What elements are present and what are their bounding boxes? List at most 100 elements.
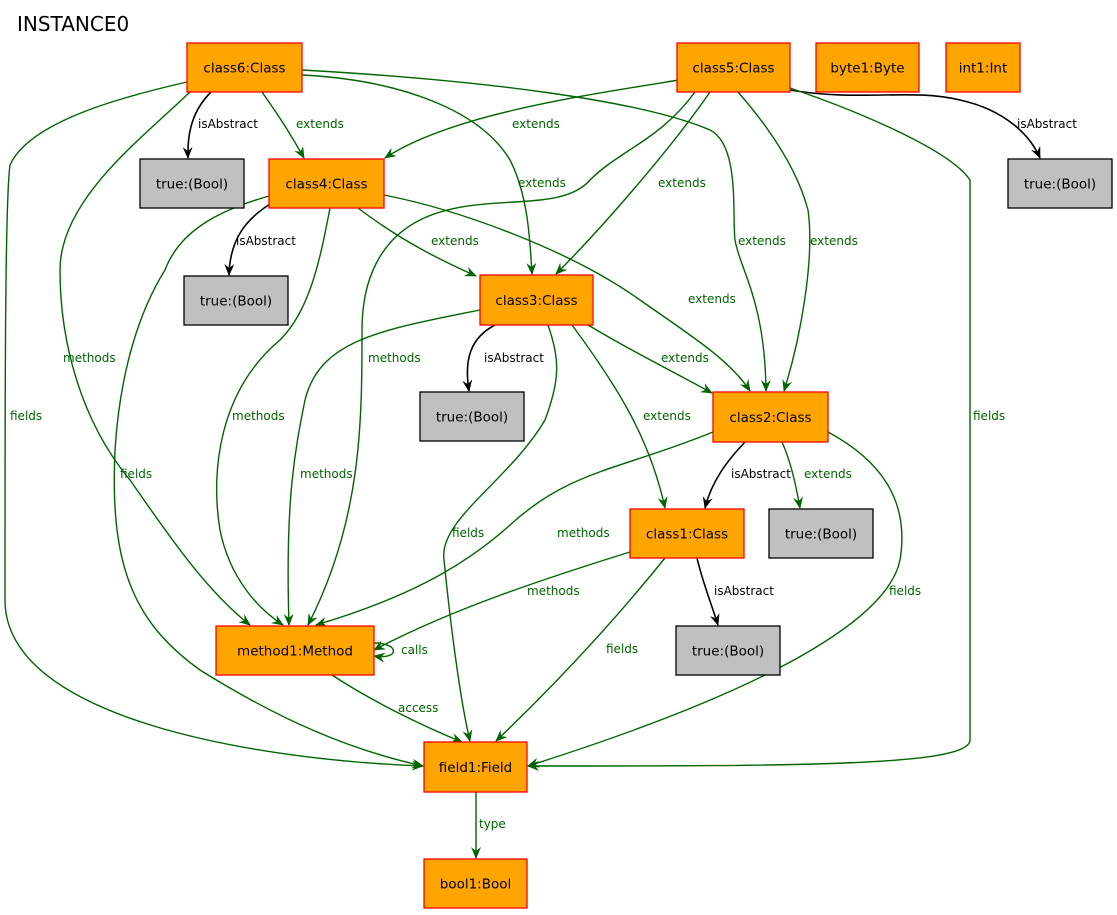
edge-label: isAbstract: [731, 467, 791, 481]
node-label: class2:Class: [729, 410, 811, 426]
edge-class6-extends-class3: extends: [301, 74, 566, 275]
node-label: class1:Class: [646, 527, 728, 543]
node-box: [183, 275, 289, 326]
edge-label: isAbstract: [198, 117, 258, 131]
edge-line: [696, 557, 720, 626]
edge-line: [495, 557, 666, 742]
edge-class3-isAbstract-true3: isAbstract: [462, 324, 544, 392]
node-box: [712, 391, 829, 443]
edge-label: extends: [658, 176, 706, 190]
node-label: true:(Bool): [200, 294, 272, 310]
nodes-layer: class6:Class class5:Class byte1:Byte int1:I…: [139, 42, 1113, 909]
edge-class3-methods-method1: methods: [283, 309, 481, 626]
node-true5[interactable]: true:(Bool): [1007, 158, 1113, 209]
node-label: class5:Class: [692, 61, 774, 77]
edge-line: [182, 91, 212, 159]
edge-label: extends: [518, 176, 566, 190]
edge-label: type: [479, 817, 506, 831]
edge-label: fields: [973, 409, 1005, 423]
edge-class5-methods-method1: methods: [307, 91, 696, 626]
node-true2[interactable]: true:(Bool): [768, 508, 874, 559]
edge-line: [443, 324, 558, 742]
node-box: [945, 42, 1021, 93]
edge-line: [4, 81, 424, 771]
edge-class6-fields-field1: fields: [4, 81, 424, 771]
edge-label: extends: [688, 292, 736, 306]
edge-line: [383, 194, 751, 392]
node-true1[interactable]: true:(Bool): [675, 625, 781, 676]
edge-line: [315, 431, 714, 627]
edge-method1-calls-method1: calls: [373, 642, 428, 663]
node-class1[interactable]: class1:Class: [629, 508, 745, 559]
edge-label: fields: [889, 584, 921, 598]
edge-label: access: [398, 701, 438, 715]
node-box: [479, 274, 594, 326]
node-box: [139, 158, 245, 209]
node-label: true:(Bool): [785, 527, 857, 543]
node-int1[interactable]: int1:Int: [945, 42, 1021, 93]
node-method1[interactable]: method1:Method: [215, 625, 375, 676]
edge-label: methods: [557, 526, 610, 540]
edge-line: [357, 207, 477, 277]
edge-line: [555, 91, 711, 275]
edge-label: extends: [296, 117, 344, 131]
edge-label: calls: [401, 643, 428, 657]
node-box: [423, 741, 528, 793]
node-true4[interactable]: true:(Bool): [183, 275, 289, 326]
node-true6[interactable]: true:(Bool): [139, 158, 245, 209]
node-class2[interactable]: class2:Class: [712, 391, 829, 443]
node-class6[interactable]: class6:Class: [186, 42, 303, 93]
edge-class3-extends-class2: extends: [579, 319, 713, 394]
edge-label: fields: [452, 526, 484, 540]
edge-label: fields: [606, 642, 638, 656]
node-label: true:(Bool): [1024, 177, 1096, 193]
edge-class5-isAbstract-true5: isAbstract: [789, 89, 1077, 159]
edge-class4-isAbstract-true4: isAbstract: [224, 203, 296, 276]
edge-class4-fields-field1: fields: [113, 195, 424, 769]
edge-method1-access-field1: access: [331, 674, 463, 743]
edge-label: methods: [232, 409, 285, 423]
edge-line: [702, 441, 746, 509]
edge-class4-methods-method1: methods: [215, 207, 331, 626]
edge-label: extends: [810, 234, 858, 248]
edge-line: [737, 91, 811, 392]
node-label: field1:Field: [439, 760, 512, 776]
node-bool1[interactable]: bool1:Bool: [423, 858, 528, 909]
edge-class5-extends-class4: extends: [384, 79, 680, 159]
node-box: [419, 391, 525, 442]
edge-line: [462, 324, 496, 392]
edge-class3-extends-class1: extends: [571, 324, 691, 509]
edge-line: [283, 309, 481, 626]
edge-class1-fields-field1: fields: [495, 557, 666, 742]
node-true3[interactable]: true:(Bool): [419, 391, 525, 442]
edge-label: methods: [527, 584, 580, 598]
node-class3[interactable]: class3:Class: [479, 274, 594, 326]
node-box: [629, 508, 745, 559]
edge-label: extends: [512, 117, 560, 131]
edge-line: [384, 79, 680, 159]
edge-label: methods: [63, 351, 116, 365]
node-box: [768, 508, 874, 559]
node-box: [186, 42, 303, 93]
edge-class5-extends-class3: extends: [555, 91, 711, 275]
edge-class5-extends-class2: extends: [737, 91, 858, 392]
node-box: [423, 858, 528, 909]
node-byte1[interactable]: byte1:Byte: [815, 42, 920, 93]
node-class4[interactable]: class4:Class: [268, 158, 385, 209]
edge-class2-extends-class1: extends: [781, 441, 852, 509]
node-class5[interactable]: class5:Class: [676, 42, 791, 93]
edge-label: fields: [120, 467, 152, 481]
edge-class3-fields-field1: fields: [443, 324, 558, 742]
node-box: [675, 625, 781, 676]
edge-line: [59, 91, 251, 626]
edge-class2-methods-method1: methods: [315, 431, 714, 627]
edge-class6-extends-class4: extends: [261, 91, 344, 159]
edge-class4-extends-class3: extends: [357, 207, 479, 277]
edge-line: [331, 674, 463, 743]
edge-label: extends: [804, 467, 852, 481]
edge-class2-fields-field1: fields: [527, 431, 921, 768]
node-field1[interactable]: field1:Field: [423, 741, 528, 793]
edge-line: [781, 441, 803, 509]
edge-class1-methods-method1: methods: [373, 551, 631, 651]
